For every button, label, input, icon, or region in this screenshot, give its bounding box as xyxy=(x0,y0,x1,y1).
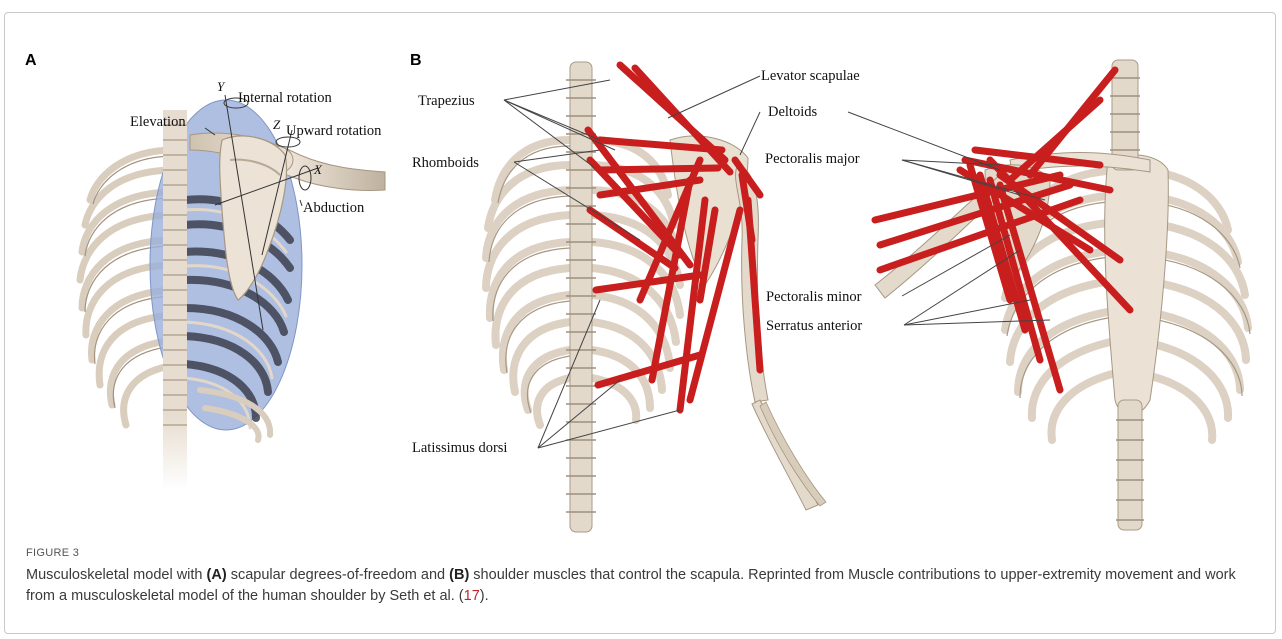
caption-text-2: scapular degrees-of-freedom and xyxy=(227,567,449,583)
figure-number: FIGURE 3 xyxy=(26,547,79,559)
latissimus-dorsi-label: Latissimus dorsi xyxy=(412,441,507,456)
y-axis-label: Y xyxy=(217,80,224,93)
caption-panel-b-ref: (B) xyxy=(449,567,469,583)
panel-b-anterior-skeleton xyxy=(875,60,1250,530)
panel-b-letter: B xyxy=(410,52,422,70)
z-axis-label: Z xyxy=(273,118,280,131)
serratus-anterior-label: Serratus anterior xyxy=(766,319,862,334)
deltoids-label: Deltoids xyxy=(768,105,817,120)
abduction-label: Abduction xyxy=(303,201,364,216)
caption-text-1: Musculoskeletal model with xyxy=(26,567,207,583)
panel-a-skeleton xyxy=(80,95,385,490)
figure-illustration xyxy=(0,0,1282,540)
trapezius-label: Trapezius xyxy=(418,94,475,109)
elevation-label: Elevation xyxy=(130,115,186,130)
x-axis-label: X xyxy=(314,163,322,176)
pectoralis-major-label: Pectoralis major xyxy=(765,152,860,167)
upward-rotation-label: Upward rotation xyxy=(286,124,381,139)
caption-text-4: ). xyxy=(480,588,489,604)
levator-scapulae-label: Levator scapulae xyxy=(761,69,860,84)
internal-rotation-label: Internal rotation xyxy=(238,91,332,106)
figure-caption: Musculoskeletal model with (A) scapular … xyxy=(26,565,1246,607)
rhomboids-label: Rhomboids xyxy=(412,156,479,171)
pectoralis-minor-label: Pectoralis minor xyxy=(766,290,861,305)
citation-link[interactable]: 17 xyxy=(464,588,480,604)
caption-panel-a-ref: (A) xyxy=(207,567,227,583)
panel-a-letter: A xyxy=(25,52,37,70)
